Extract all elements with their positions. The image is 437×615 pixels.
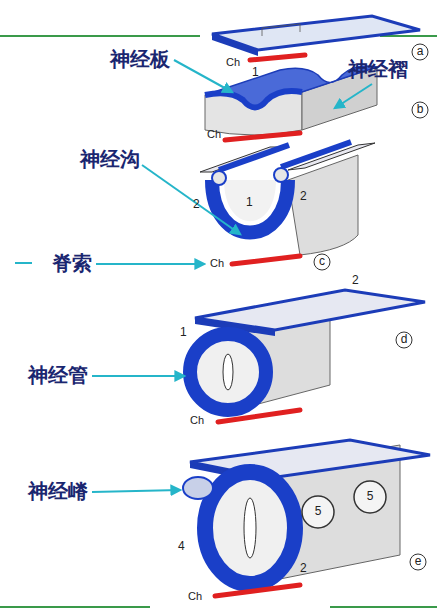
callout-number: Ch xyxy=(210,257,224,269)
stage-c xyxy=(200,142,375,270)
callout-number: Ch xyxy=(207,128,221,140)
callout-number: 2 xyxy=(300,562,307,575)
structure-label: 神经嵴 xyxy=(28,480,88,502)
structure-label: 脊索 xyxy=(52,252,92,274)
stage-e xyxy=(183,440,430,596)
callout-number: Ch xyxy=(188,590,202,602)
callout-number: 5 xyxy=(367,490,374,503)
callout-number: 2 xyxy=(193,198,200,211)
stage-letter: b xyxy=(417,103,424,116)
callout-number: 1 xyxy=(180,326,187,339)
callout-number: 5 xyxy=(315,505,322,518)
callout-number: 1 xyxy=(246,196,253,209)
structure-label: 神经沟 xyxy=(80,148,140,170)
stage-letter: c xyxy=(319,255,325,268)
frame-line xyxy=(0,36,437,607)
stage-letter: d xyxy=(401,333,408,346)
stage-a xyxy=(212,16,428,60)
callout-number: 4 xyxy=(178,540,185,553)
stage-letter: a xyxy=(417,45,424,58)
callout-number: Ch xyxy=(190,414,204,426)
callout-number: Ch xyxy=(226,56,240,68)
stage-letter: e xyxy=(415,555,422,568)
structure-label: 神经板 xyxy=(110,48,170,70)
structure-label: 神经管 xyxy=(28,364,88,386)
callout-number: 2 xyxy=(352,274,359,287)
callout-number: 1 xyxy=(252,66,259,79)
callout-number: 2 xyxy=(300,190,307,203)
leader-line xyxy=(15,60,372,492)
stage-d xyxy=(190,290,425,422)
structure-label: 神经褶 xyxy=(348,58,408,80)
